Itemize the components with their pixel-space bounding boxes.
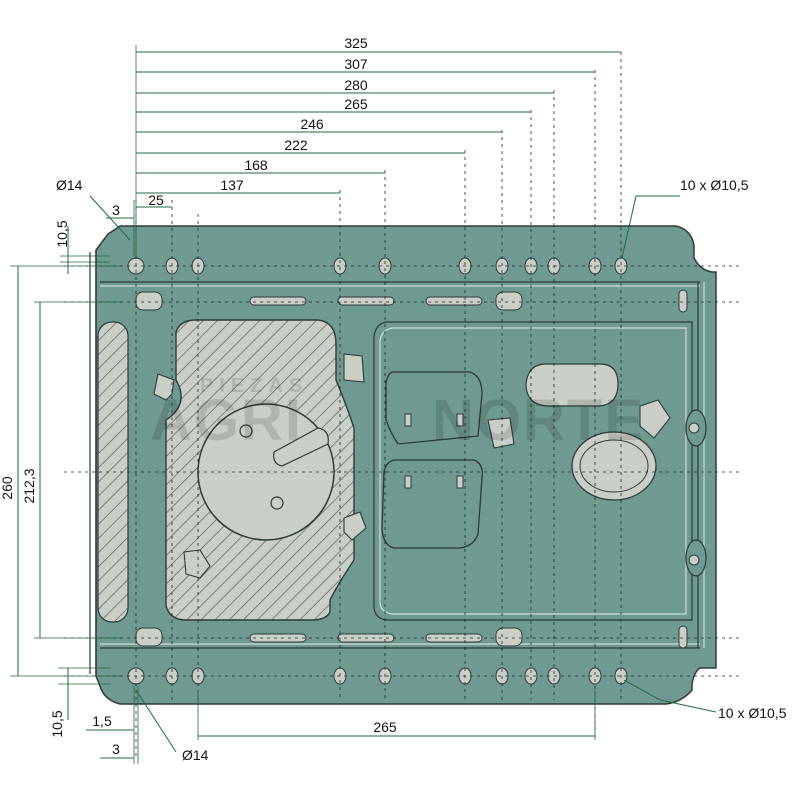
dim-168: 168 [244,157,268,173]
callout-holes-bottom-right: 10 x Ø10,5 [718,705,787,721]
callout-holes-top-right: 10 x Ø10,5 [680,177,749,193]
callout-hole-bottom: Ø14 [182,747,209,763]
clip [343,353,365,383]
left-dimension-lines [10,226,120,720]
clip [183,549,211,579]
clip [343,511,367,541]
bottom-dimension-lines [86,679,717,764]
dim-3-bottom: 3 [112,741,120,757]
clip [153,373,175,401]
dim-307: 307 [344,56,368,72]
slider-bracket-lower [381,459,483,549]
dim-1-5: 1,5 [92,713,112,729]
dim-280: 280 [344,77,368,93]
dim-265: 265 [344,96,368,112]
svg-text:AGRI: AGRI [150,388,303,453]
callout-hole-top: Ø14 [56,177,83,193]
flange-slots [135,289,688,649]
dim-222: 222 [284,137,308,153]
svg-text:NORTE: NORTE [432,388,645,453]
top-dimension-lines [89,45,680,259]
swivel-pin [239,424,253,438]
swivel-bolt [270,496,284,510]
dim-212-3: 212,3 [21,468,37,503]
dim-3-top: 3 [112,202,120,218]
center-lines [64,52,740,760]
svg-text:PIEZAS: PIEZAS [200,375,308,397]
clip [487,417,515,449]
watermark: PIEZAS AGRI NORTE [150,375,645,453]
swivel-lever [273,427,329,467]
dim-246: 246 [300,116,324,132]
dim-265-bottom: 265 [373,719,397,735]
clip [639,399,671,439]
rail-frame [373,321,693,621]
dim-260: 260 [0,476,15,500]
oval-cutout [525,363,619,407]
dim-25: 25 [148,192,164,208]
dim-10-5-bottom: 10,5 [49,710,65,737]
dim-10-5-top: 10,5 [54,220,70,247]
round-recess [571,431,657,501]
dim-137: 137 [220,177,244,193]
dim-325: 325 [344,35,368,51]
